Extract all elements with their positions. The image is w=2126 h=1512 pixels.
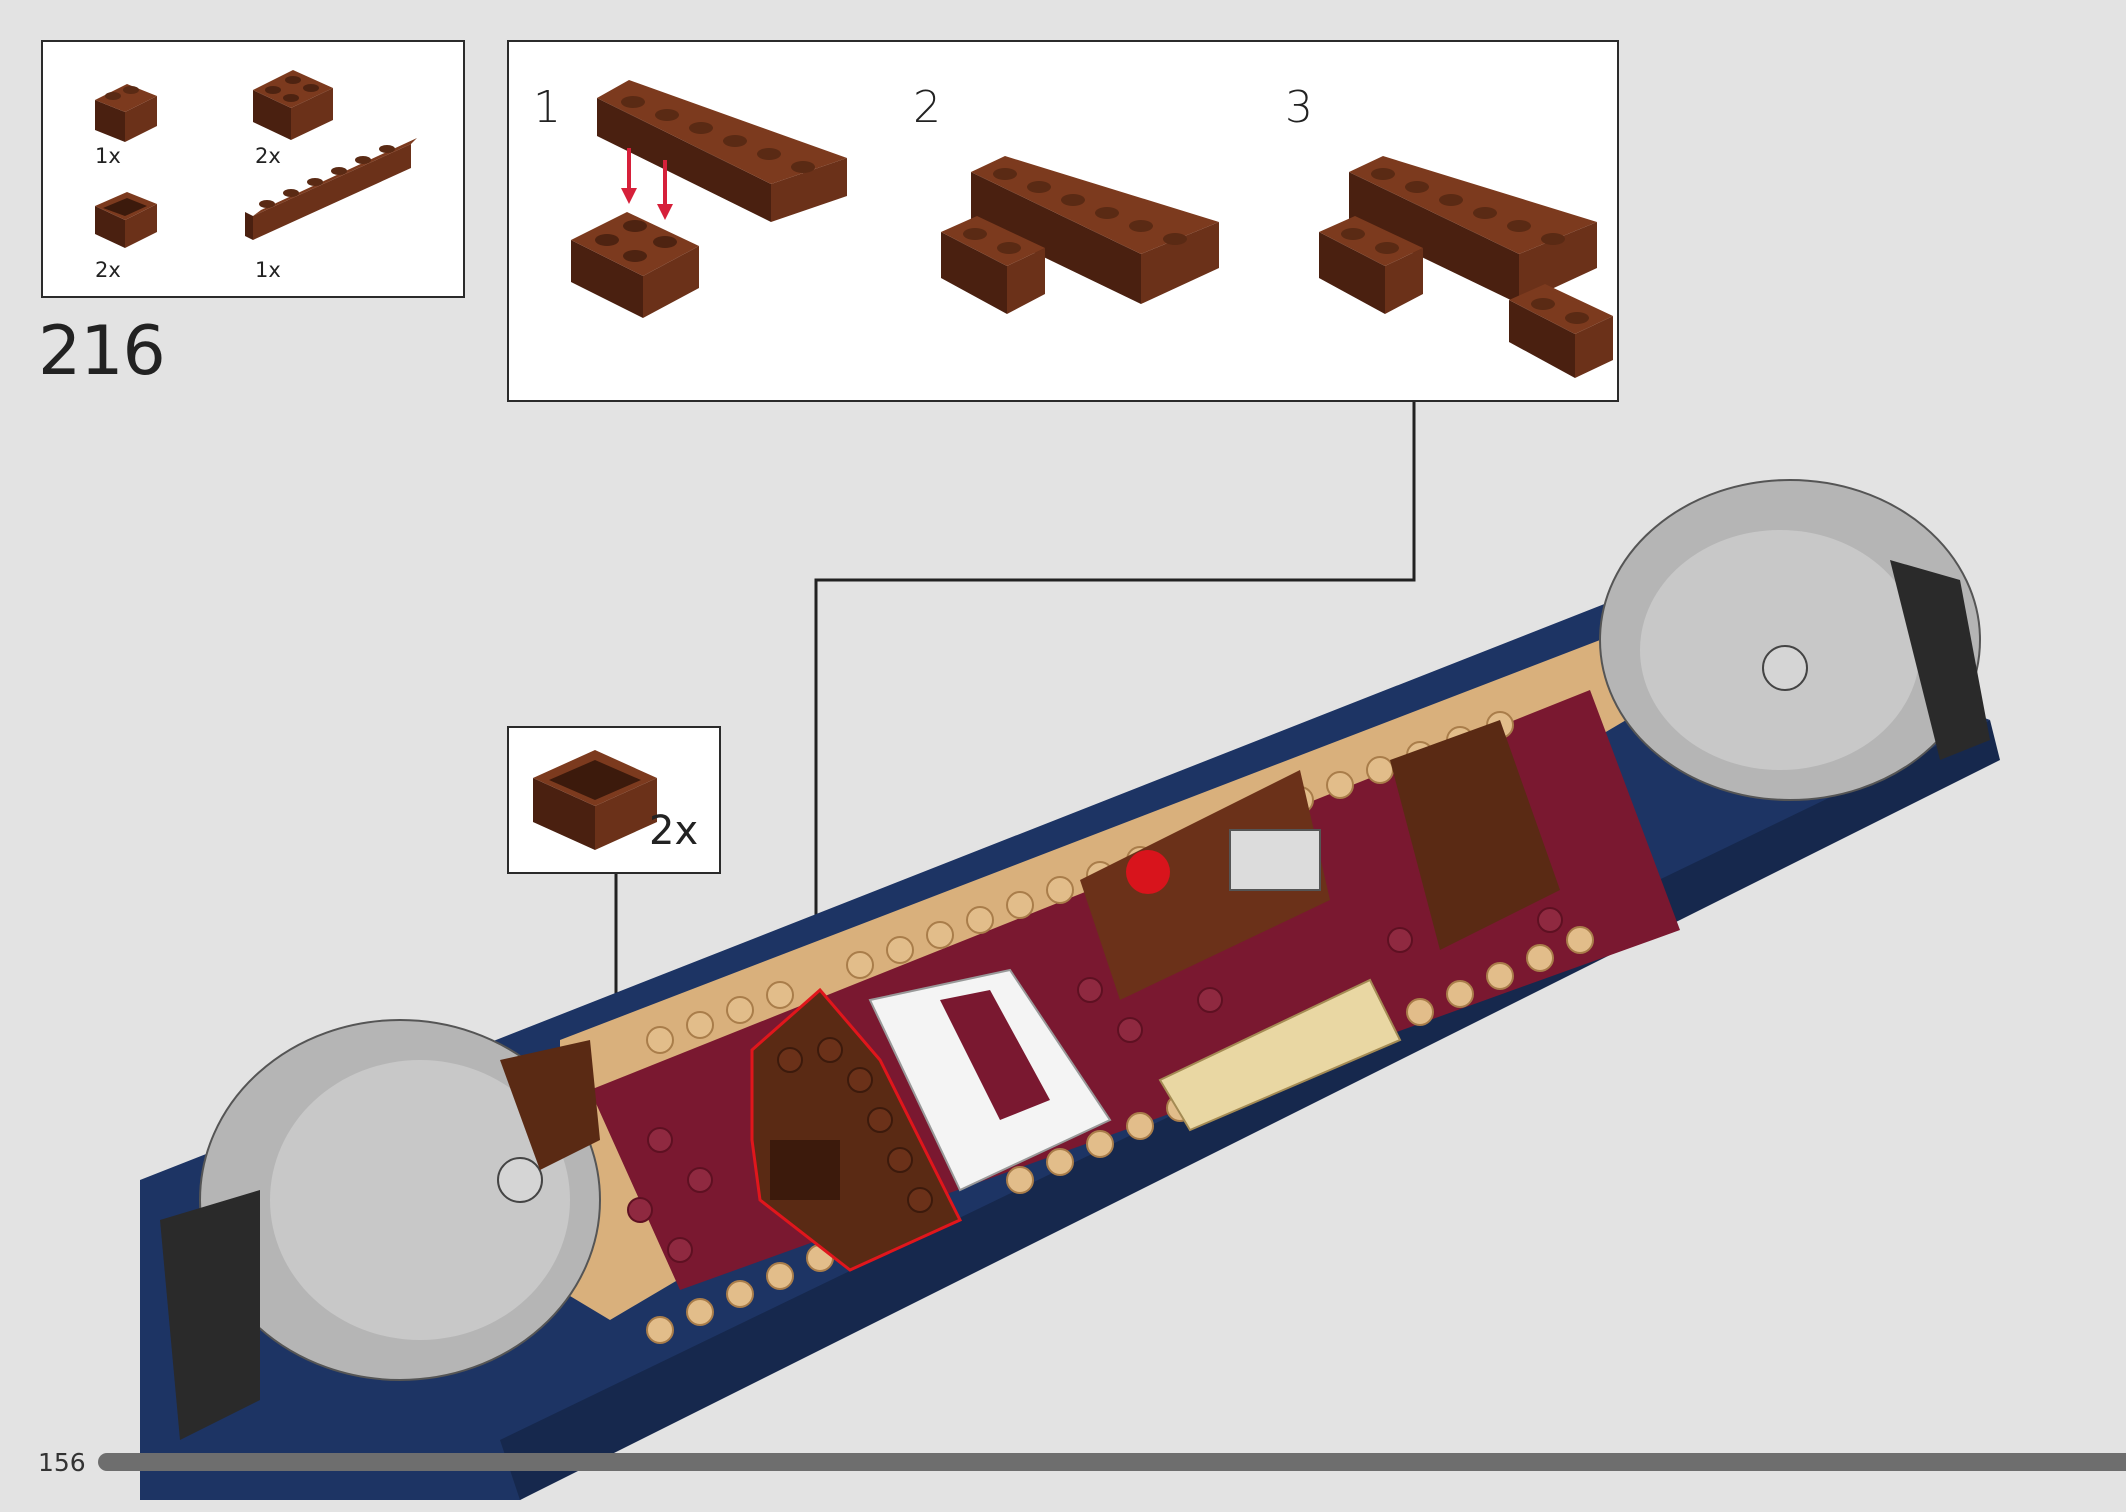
progress-bar — [98, 1453, 2126, 1471]
arrow-down-icon — [800, 966, 832, 998]
sub-assembly-art — [571, 80, 1613, 378]
part-qty: 1x — [255, 258, 281, 282]
sub-step-label: 3 — [1285, 82, 1313, 133]
parts-list-art — [95, 70, 417, 248]
sub-step-2-illustration — [941, 156, 1219, 314]
sub-step-3-illustration — [1319, 156, 1613, 378]
callout-qty: 2x — [649, 808, 699, 854]
sofa — [1158, 978, 1402, 1132]
sub-step-label: 1 — [533, 82, 561, 133]
brick-1x2-bucket-icon — [95, 192, 157, 248]
new-part-highlight — [750, 987, 963, 1272]
parts-list: 1x 2x 2x 1x — [41, 40, 465, 298]
part-qty: 2x — [255, 144, 281, 168]
leader-line — [614, 874, 720, 1188]
sub-assembly-panel: 1 2 3 — [507, 40, 1619, 402]
sub-step-1-illustration — [571, 80, 847, 318]
sub-step-label: 2 — [913, 82, 941, 133]
train-car — [140, 479, 2000, 1500]
brick-2x2-icon — [253, 70, 333, 140]
part-qty: 1x — [95, 144, 121, 168]
part-qty: 2x — [95, 258, 121, 282]
arrow-down-icon — [621, 148, 673, 220]
car-end-cap — [1599, 479, 1981, 801]
page-number: 156 — [38, 1448, 86, 1477]
brown-block — [500, 1040, 600, 1170]
brick-1x2-bucket-icon — [533, 750, 657, 850]
leader-line — [814, 402, 1416, 990]
step-number: 216 — [38, 312, 166, 391]
desk — [1080, 770, 1330, 1000]
brick-1x2-icon — [95, 84, 157, 142]
bed — [868, 968, 1112, 1192]
armchair — [1390, 720, 1560, 950]
callout-panel: 2x — [507, 726, 721, 874]
lamp — [1126, 850, 1170, 894]
brick-1x6-icon — [245, 138, 417, 240]
arrow-right-icon — [712, 1170, 748, 1202]
typewriter — [1229, 829, 1321, 891]
car-end-cap — [199, 1019, 601, 1381]
